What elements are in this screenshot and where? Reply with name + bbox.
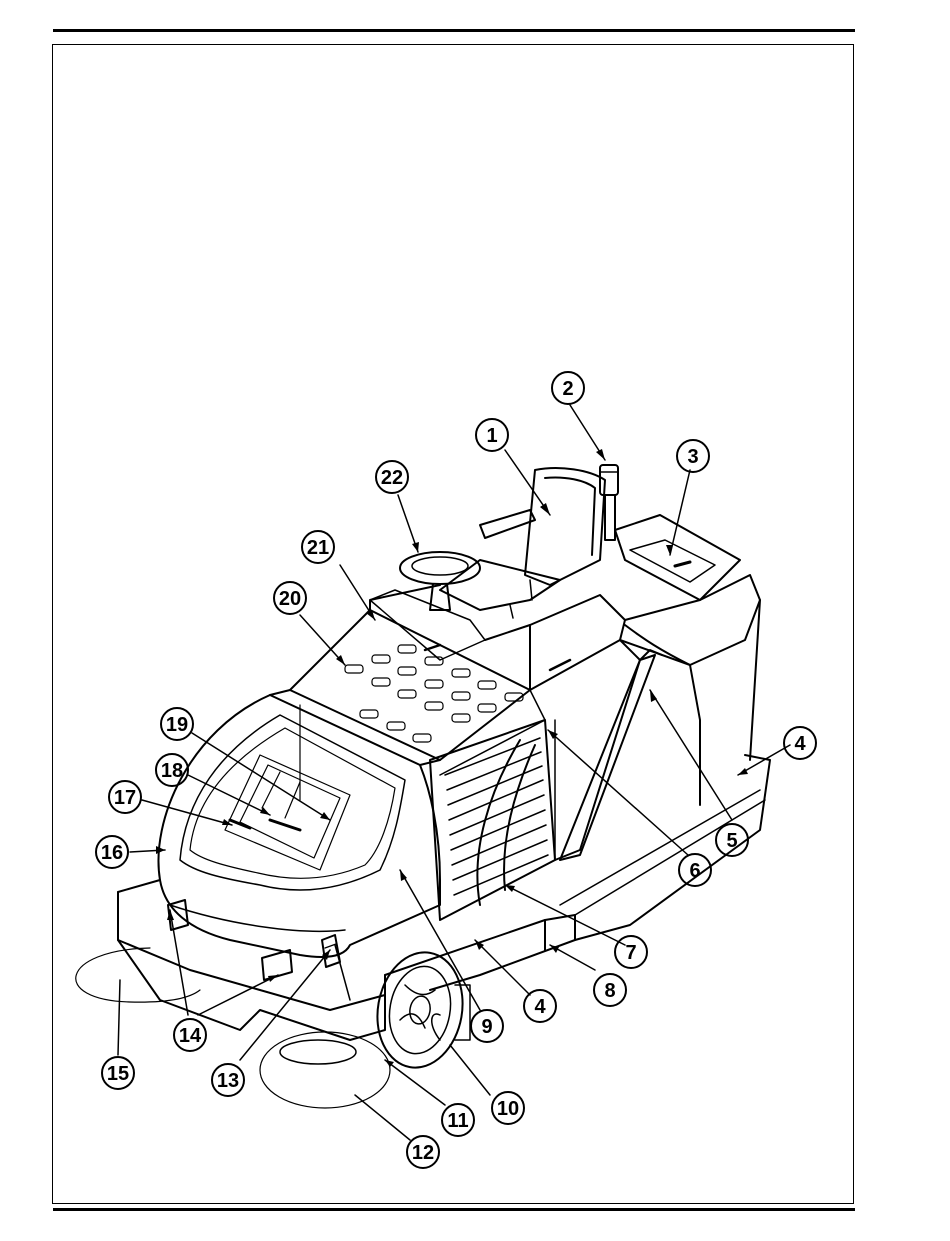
callout-1: 1 <box>476 419 508 451</box>
callout-4-rear: 4 <box>784 727 816 759</box>
battery-cover-top <box>370 590 570 670</box>
small-levers <box>510 580 532 618</box>
machine-base <box>118 755 770 1040</box>
callout-label: 2 <box>562 378 573 400</box>
callout-label: 15 <box>107 1063 129 1085</box>
front-hood <box>158 690 440 1000</box>
callout-5: 5 <box>716 824 748 856</box>
leader-lines <box>118 405 790 1140</box>
callout-11: 11 <box>442 1104 474 1136</box>
callout-9: 9 <box>471 1010 503 1042</box>
rear-console <box>615 515 740 600</box>
callout-label: 22 <box>381 467 403 489</box>
callout-16: 16 <box>96 836 128 868</box>
callout-label: 6 <box>689 860 700 882</box>
drive-wheel <box>369 946 472 1075</box>
callout-7: 7 <box>615 936 647 968</box>
battery-compartment <box>290 585 545 800</box>
steering-wheel <box>400 552 480 610</box>
callout-label: 10 <box>497 1098 519 1120</box>
callout-2: 2 <box>552 372 584 404</box>
callout-label: 5 <box>726 830 737 852</box>
callout-label: 3 <box>687 446 698 468</box>
operator-seat <box>440 468 605 610</box>
callout-3: 3 <box>677 440 709 472</box>
callout-label: 9 <box>481 1016 492 1038</box>
callout-label: 16 <box>101 842 123 864</box>
callout-20: 20 <box>274 582 306 614</box>
callout-label: 20 <box>279 588 301 610</box>
callout-label: 12 <box>412 1142 434 1164</box>
callout-18: 18 <box>156 754 188 786</box>
hopper-handle <box>322 935 340 967</box>
callout-12: 12 <box>407 1136 439 1168</box>
hopper-filter <box>225 755 350 870</box>
callout-label: 18 <box>161 760 183 782</box>
callout-13: 13 <box>212 1064 244 1096</box>
callout-10: 10 <box>492 1092 524 1124</box>
grille-slats <box>445 738 548 905</box>
callout-label: 1 <box>486 425 497 447</box>
callout-4-front: 4 <box>524 990 556 1022</box>
callout-label: 17 <box>114 787 136 809</box>
callout-label: 19 <box>166 714 188 736</box>
callout-14: 14 <box>174 1019 206 1051</box>
callout-17: 17 <box>109 781 141 813</box>
side-brush-right <box>260 1032 390 1108</box>
callout-15: 15 <box>102 1057 134 1089</box>
callout-21: 21 <box>302 531 334 563</box>
callout-19: 19 <box>161 708 193 740</box>
callout-label: 11 <box>447 1110 468 1132</box>
callout-8: 8 <box>594 974 626 1006</box>
callout-label: 4 <box>794 733 806 755</box>
callout-label: 21 <box>307 537 329 559</box>
callout-label: 7 <box>625 942 636 964</box>
callout-label: 8 <box>604 980 615 1002</box>
callout-label: 14 <box>179 1025 202 1047</box>
callout-label: 4 <box>534 996 546 1018</box>
callout-label: 13 <box>217 1070 239 1092</box>
callout-22: 22 <box>376 461 408 493</box>
